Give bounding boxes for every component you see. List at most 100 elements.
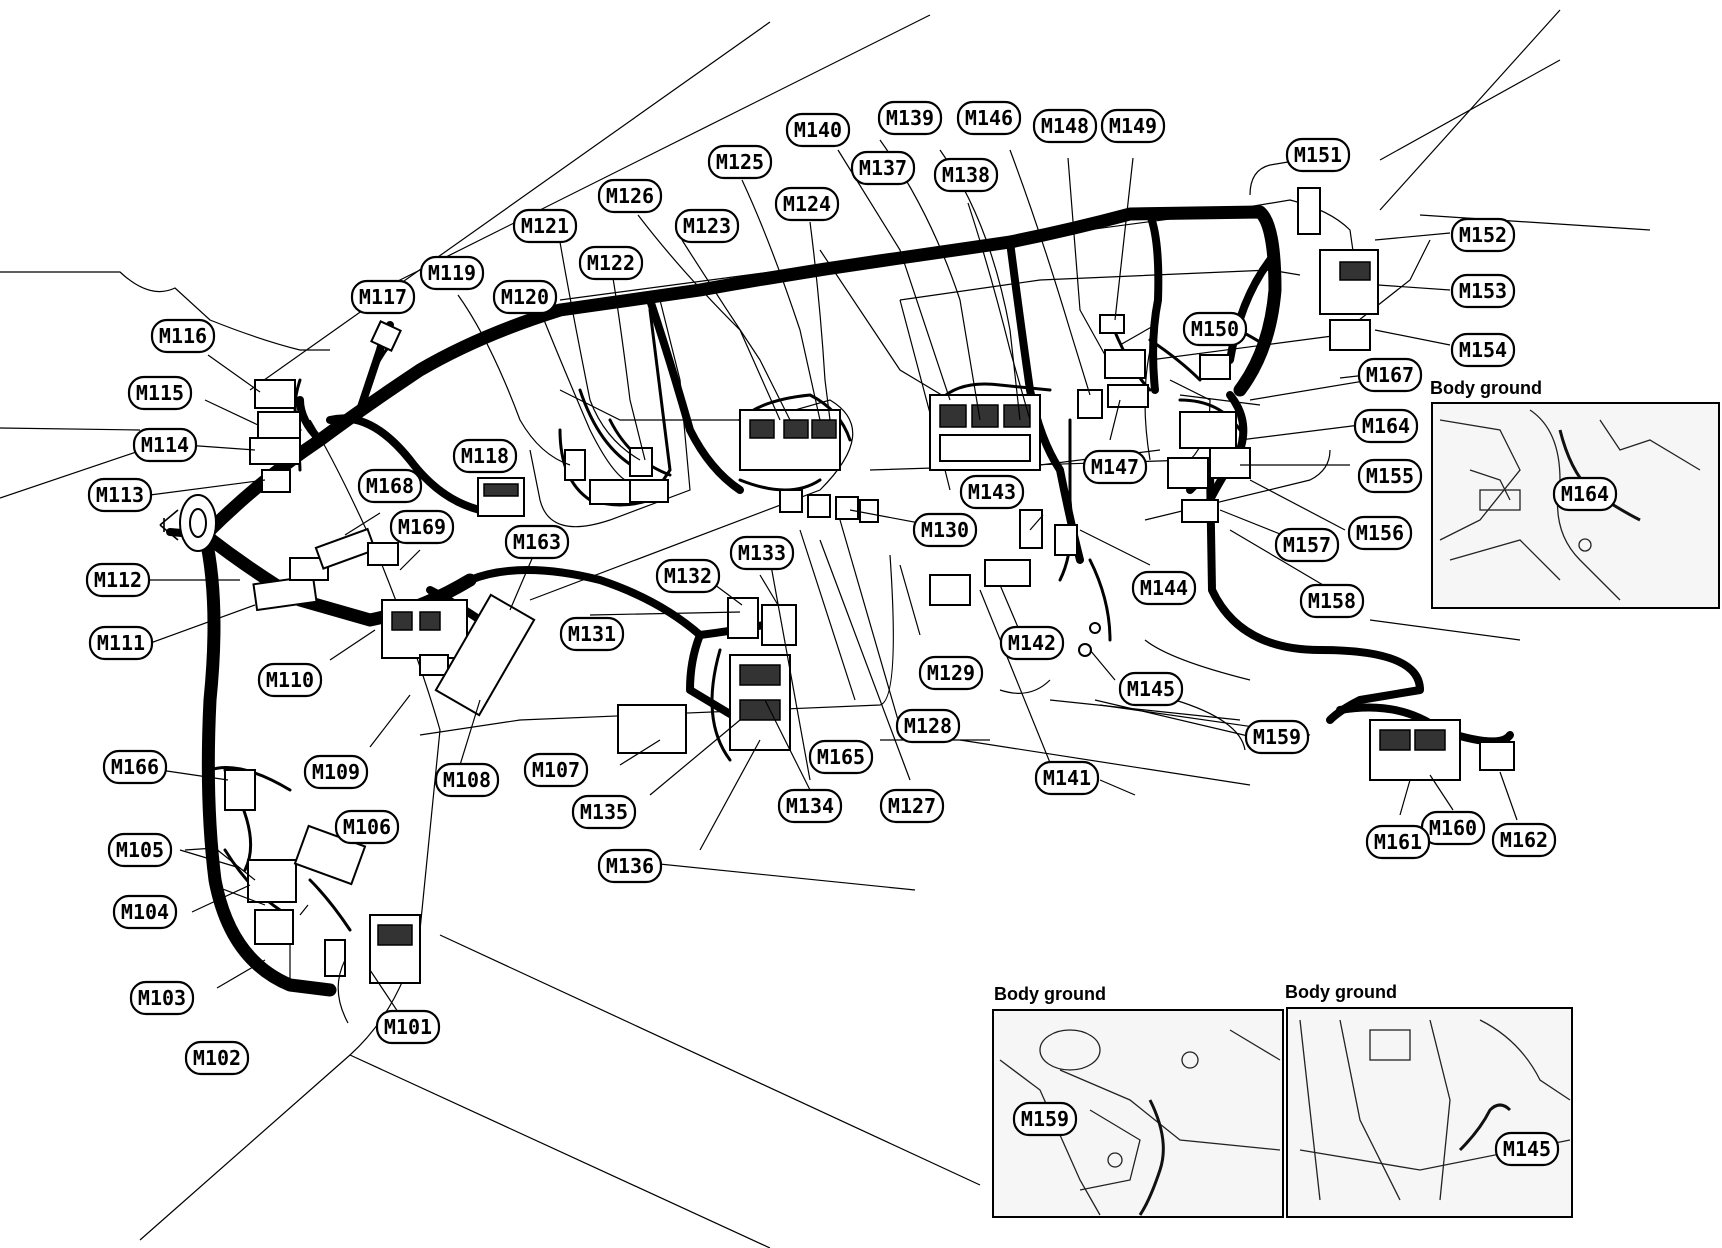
connector-label-m158-text: M158	[1308, 589, 1356, 613]
connector-label-m152-text: M152	[1459, 223, 1507, 247]
connector-label-m123: M123	[674, 208, 740, 244]
connector-label-m109: M109	[303, 754, 369, 790]
connector-label-m121: M121	[512, 208, 578, 244]
inset-title-m164: Body ground	[1430, 378, 1542, 398]
connector-label-m103: M103	[129, 980, 195, 1016]
connector-label-m124-text: M124	[783, 192, 831, 216]
connector-label-m135-text: M135	[580, 800, 628, 824]
connector-label-m143: M143	[959, 474, 1025, 510]
connector-label-m134: M134	[777, 788, 843, 824]
connector-label-m114-text: M114	[141, 433, 189, 457]
connector-label-m137: M137	[850, 150, 916, 186]
connector-label-m109-bubble	[303, 754, 369, 790]
connector-label-m110: M110	[257, 662, 323, 698]
connector-label-m102-bubble	[184, 1040, 250, 1076]
connector-label-m152-bubble	[1450, 217, 1516, 253]
inset-title-m145: Body ground	[1285, 982, 1397, 1002]
connector-label-m148-bubble	[1032, 108, 1098, 144]
connector-label-m112: M112	[85, 562, 151, 598]
connector-label-m130-bubble	[912, 512, 978, 548]
connector-label-m153: M153	[1450, 273, 1516, 309]
connector-label-m163-bubble	[504, 524, 570, 560]
connector-label-m148: M148	[1032, 108, 1098, 144]
connector-label-m162-bubble	[1491, 822, 1557, 858]
connector-label-m153-bubble	[1450, 273, 1516, 309]
connector-label-m166-text: M166	[111, 755, 159, 779]
connector-label-m161-text: M161	[1374, 830, 1422, 854]
connector-label-m169-text: M169	[398, 515, 446, 539]
connector-label-m163: M163	[504, 524, 570, 560]
connector-label-m108-bubble	[434, 762, 500, 798]
connector-label-m132-bubble	[655, 558, 721, 594]
connector-label-m101-bubble	[375, 1009, 441, 1045]
connector-label-m156-bubble	[1347, 515, 1413, 551]
connector-label-m166: M166	[102, 749, 168, 785]
connector-label-m154-bubble	[1450, 332, 1516, 368]
connector-label-m132: M132	[655, 558, 721, 594]
connector-label-m139-text: M139	[886, 106, 934, 130]
inset-m145: Body ground	[1285, 982, 1573, 1218]
inset-label-m145-text: M145	[1503, 1137, 1551, 1161]
connector-label-m157: M157	[1274, 527, 1340, 563]
connector-label-m126: M126	[597, 178, 663, 214]
connector-label-m130: M130	[912, 512, 978, 548]
connector-label-m159: M159	[1244, 719, 1310, 755]
connector-label-m116-bubble	[150, 318, 216, 354]
connector-label-m165: M165	[808, 739, 874, 775]
connector-label-m108-text: M108	[443, 768, 491, 792]
connector-label-m146-bubble	[956, 100, 1022, 136]
connector-label-m119: M119	[419, 255, 485, 291]
connector-label-m106: M106	[334, 809, 400, 845]
connector-label-m133: M133	[729, 535, 795, 571]
connector-label-m131-bubble	[559, 616, 625, 652]
connector-label-m145-bubble	[1118, 671, 1184, 707]
connector-label-m102-text: M102	[193, 1046, 241, 1070]
connector-label-m138-bubble	[933, 157, 999, 193]
connector-label-m115-bubble	[127, 375, 193, 411]
connector-label-m141-bubble	[1034, 760, 1100, 796]
connector-label-m122-bubble	[578, 245, 644, 281]
connector-label-m129-text: M129	[927, 661, 975, 685]
connector-label-m147: M147	[1082, 449, 1148, 485]
connector-label-m162: M162	[1491, 822, 1557, 858]
connector-label-m151-bubble	[1285, 137, 1351, 173]
connector-label-m168-bubble	[357, 468, 423, 504]
connector-label-m157-text: M157	[1283, 533, 1331, 557]
connector-label-m113-text: M113	[96, 483, 144, 507]
connector-label-m144-text: M144	[1140, 576, 1188, 600]
connector-label-m127-text: M127	[888, 794, 936, 818]
connector-label-m114-bubble	[132, 427, 198, 463]
inset-label-m164-text: M164	[1561, 482, 1609, 506]
connector-label-m167: M167	[1357, 357, 1423, 393]
connector-label-m168-text: M168	[366, 474, 414, 498]
connector-label-m117-text: M117	[359, 285, 407, 309]
connector-label-m120: M120	[492, 279, 558, 315]
connector-label-m120-text: M120	[501, 285, 549, 309]
connector-label-m157-bubble	[1274, 527, 1340, 563]
connector-label-m107-text: M107	[532, 758, 580, 782]
connector-label-m108: M108	[434, 762, 500, 798]
connector-label-m163-text: M163	[513, 530, 561, 554]
connector-label-m131-text: M131	[568, 622, 616, 646]
inset-label-m159-text: M159	[1021, 1107, 1069, 1131]
connector-label-m127: M127	[879, 788, 945, 824]
connector-label-m118-bubble	[452, 438, 518, 474]
connector-label-m128-text: M128	[904, 714, 952, 738]
connector-label-m151-text: M151	[1294, 143, 1342, 167]
connector-label-m124: M124	[774, 186, 840, 222]
connector-label-m116-text: M116	[159, 324, 207, 348]
connector-label-m143-bubble	[959, 474, 1025, 510]
connector-label-m130-text: M130	[921, 518, 969, 542]
connector-label-m136: M136	[597, 848, 663, 884]
connector-label-m128-bubble	[895, 708, 961, 744]
connector-label-m122: M122	[578, 245, 644, 281]
connector-label-m134-text: M134	[786, 794, 834, 818]
connector-label-m105: M105	[107, 832, 173, 868]
connector-label-m155-text: M155	[1366, 464, 1414, 488]
connector-label-m139: M139	[877, 100, 943, 136]
connector-label-m168: M168	[357, 468, 423, 504]
connector-label-m154: M154	[1450, 332, 1516, 368]
connector-label-m107-bubble	[523, 752, 589, 788]
connector-label-m103-bubble	[129, 980, 195, 1016]
